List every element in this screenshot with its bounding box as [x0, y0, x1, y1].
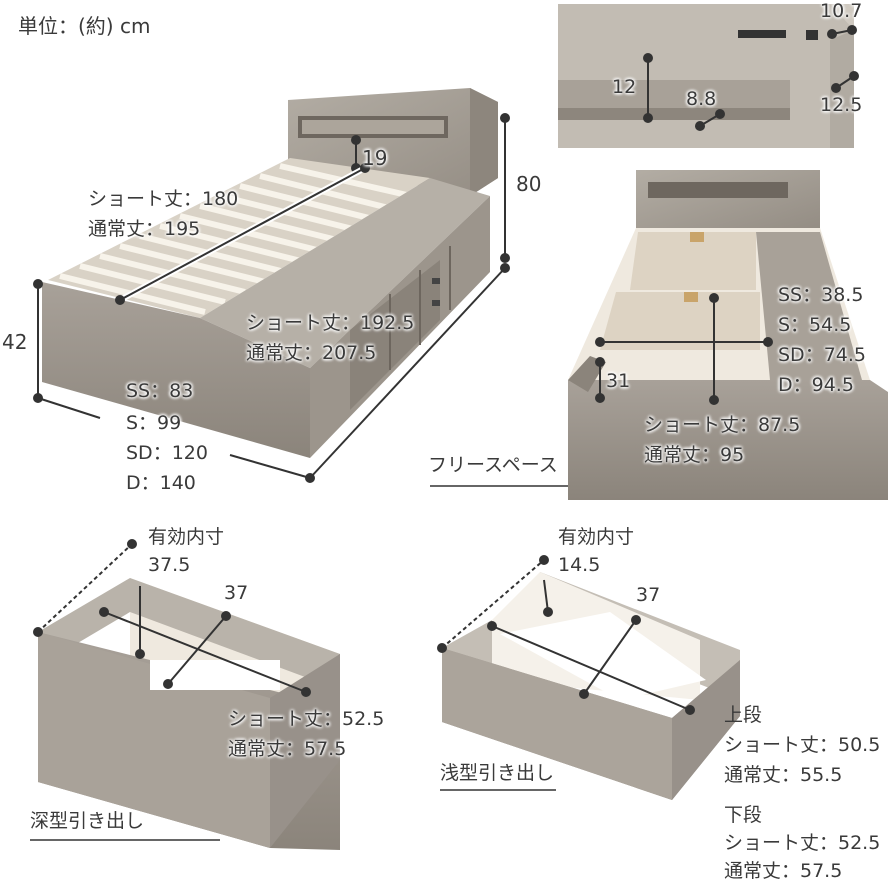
upper-tier-title: 上段	[724, 704, 763, 726]
shelf-side-label: 12.5	[820, 94, 863, 116]
bed-height-label: 80	[516, 172, 542, 196]
shelf-depth-label: 8.8	[686, 88, 717, 110]
frame-dimension-lines	[430, 293, 773, 487]
frame-width-s: S：54.5	[778, 314, 852, 336]
unit-label: 単位：(約) cm	[18, 14, 151, 38]
shallow-inner-label: 有効内寸	[558, 526, 635, 548]
bed-illustration	[42, 88, 498, 458]
shallow-width-label: 37	[636, 584, 661, 606]
shallow-inner-height: 14.5	[558, 554, 601, 576]
frame-width-d: D：94.5	[778, 374, 854, 396]
overall-short-label: ショート丈：192.5	[246, 312, 415, 334]
bed-width-ss: SS：83	[126, 380, 194, 402]
headboard-depth-label: 19	[362, 146, 388, 170]
shallow-drawer-name: 浅型引き出し	[440, 762, 555, 784]
frame-width-sd: SD：74.5	[778, 344, 866, 366]
deep-width-label: 37	[224, 582, 249, 604]
deep-short-label: ショート丈：52.5	[228, 708, 385, 730]
lower-short-label: ショート丈：52.5	[724, 832, 881, 854]
lower-regular-label: 通常丈：57.5	[724, 860, 843, 882]
frame-height-label: 31	[606, 370, 631, 392]
frame-width-ss: SS：38.5	[778, 284, 864, 306]
shallow-drawer-illustration	[442, 572, 740, 800]
overall-regular-label: 通常丈：207.5	[246, 342, 377, 364]
shelf-width-label: 10.7	[820, 0, 863, 22]
deep-inner-label: 有効内寸	[148, 526, 225, 548]
length-regular-label: 通常丈：195	[88, 218, 201, 240]
shelf-dimension-lines	[643, 25, 859, 131]
shelf-detail-illustration	[558, 4, 854, 148]
lower-tier-title: 下段	[724, 804, 763, 826]
deep-inner-height: 37.5	[148, 554, 191, 576]
upper-regular-label: 通常丈：55.5	[724, 764, 843, 786]
frame-short-label: ショート丈：87.5	[644, 414, 801, 436]
length-short-label: ショート丈：180	[88, 188, 239, 210]
bed-width-d: D：140	[126, 472, 196, 494]
shelf-height-label: 12	[612, 76, 637, 98]
bed-width-s: S：99	[126, 412, 182, 434]
bed-low-height-label: 42	[2, 330, 28, 354]
shallow-drawer-dimension-lines	[437, 555, 695, 791]
deep-drawer-illustration	[38, 578, 340, 850]
deep-regular-label: 通常丈：57.5	[228, 738, 347, 760]
bed-dimension-lines	[33, 113, 510, 483]
bed-width-sd: SD：120	[126, 442, 208, 464]
upper-short-label: ショート丈：50.5	[724, 734, 881, 756]
deep-drawer-name: 深型引き出し	[30, 810, 145, 832]
free-space-label: フリースペース	[428, 454, 558, 476]
deep-drawer-dimension-lines	[30, 539, 311, 841]
frame-regular-label: 通常丈：95	[644, 444, 745, 466]
